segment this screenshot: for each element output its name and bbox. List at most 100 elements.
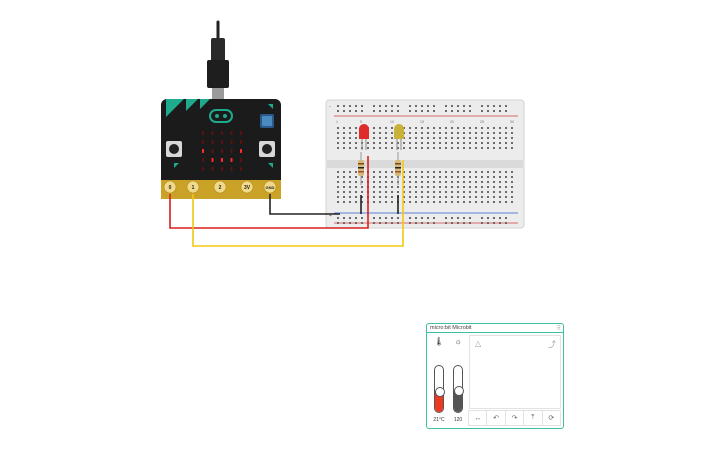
breadboard-hole[interactable] [403,191,405,193]
breadboard-hole[interactable] [463,147,465,149]
breadboard-hole[interactable] [433,176,435,178]
breadboard-hole[interactable] [433,181,435,183]
rail-hole[interactable] [421,110,423,112]
breadboard-hole[interactable] [481,132,483,134]
rail-hole[interactable] [427,105,429,107]
breadboard-hole[interactable] [493,186,495,188]
breadboard-hole[interactable] [409,201,411,203]
rail-hole[interactable] [445,217,447,219]
rail-hole[interactable] [337,217,339,219]
breadboard-hole[interactable] [349,191,351,193]
breadboard-hole[interactable] [409,176,411,178]
rail-hole[interactable] [349,217,351,219]
breadboard-hole[interactable] [391,147,393,149]
breadboard-hole[interactable] [403,171,405,173]
breadboard-hole[interactable] [451,171,453,173]
breadboard-hole[interactable] [373,171,375,173]
breadboard-hole[interactable] [397,186,399,188]
rail-hole[interactable] [397,110,399,112]
breadboard-hole[interactable] [427,176,429,178]
breadboard-hole[interactable] [361,186,363,188]
breadboard-hole[interactable] [505,132,507,134]
breadboard-hole[interactable] [349,127,351,129]
breadboard-hole[interactable] [445,142,447,144]
rail-hole[interactable] [469,217,471,219]
breadboard-hole[interactable] [349,201,351,203]
breadboard-hole[interactable] [487,142,489,144]
rail-hole[interactable] [355,110,357,112]
breadboard-hole[interactable] [463,176,465,178]
rail-hole[interactable] [349,222,351,224]
breadboard-hole[interactable] [361,176,363,178]
breadboard-hole[interactable] [445,176,447,178]
rail-hole[interactable] [349,105,351,107]
breadboard-hole[interactable] [391,186,393,188]
breadboard-hole[interactable] [409,132,411,134]
breadboard-hole[interactable] [367,142,369,144]
rail-hole[interactable] [421,105,423,107]
rail-hole[interactable] [421,222,423,224]
breadboard-hole[interactable] [349,186,351,188]
breadboard-hole[interactable] [391,137,393,139]
resistor-2[interactable] [395,152,401,185]
wires[interactable] [169,156,404,247]
breadboard-hole[interactable] [415,127,417,129]
rail-hole[interactable] [481,217,483,219]
breadboard-hole[interactable] [433,137,435,139]
breadboard-hole[interactable] [385,196,387,198]
breadboard-hole[interactable] [475,137,477,139]
rail-hole[interactable] [451,110,453,112]
breadboard-hole[interactable] [361,196,363,198]
breadboard-hole[interactable] [373,132,375,134]
rail-hole[interactable] [463,110,465,112]
breadboard-hole[interactable] [433,191,435,193]
tilt-right-icon[interactable]: ↷ [504,410,525,426]
breadboard-hole[interactable] [403,142,405,144]
breadboard-hole[interactable] [349,171,351,173]
breadboard-hole[interactable] [373,127,375,129]
breadboard-hole[interactable] [397,147,399,149]
breadboard-hole[interactable] [337,191,339,193]
breadboard-hole[interactable] [445,181,447,183]
microbit-logo-icon[interactable] [209,109,233,123]
breadboard-hole[interactable] [499,181,501,183]
breadboard-hole[interactable] [391,201,393,203]
rail-hole[interactable] [415,217,417,219]
breadboard-hole[interactable] [355,191,357,193]
rail-hole[interactable] [355,217,357,219]
breadboard-hole[interactable] [409,171,411,173]
breadboard-hole[interactable] [487,171,489,173]
breadboard-hole[interactable] [355,171,357,173]
breadboard-hole[interactable] [451,137,453,139]
rail-hole[interactable] [343,110,345,112]
breadboard-hole[interactable] [427,171,429,173]
breadboard-hole[interactable] [499,147,501,149]
breadboard-hole[interactable] [505,186,507,188]
breadboard-hole[interactable] [427,186,429,188]
rail-hole[interactable] [385,110,387,112]
breadboard-hole[interactable] [445,132,447,134]
breadboard-hole[interactable] [511,171,513,173]
rail-hole[interactable] [499,222,501,224]
breadboard-hole[interactable] [475,196,477,198]
breadboard-hole[interactable] [487,127,489,129]
rail-hole[interactable] [415,105,417,107]
rail-hole[interactable] [409,217,411,219]
rail-hole[interactable] [463,217,465,219]
breadboard-hole[interactable] [439,171,441,173]
breadboard-hole[interactable] [511,201,513,203]
breadboard-hole[interactable] [469,186,471,188]
breadboard-hole[interactable] [505,142,507,144]
breadboard-hole[interactable] [337,137,339,139]
breadboard-hole[interactable] [385,132,387,134]
breadboard-hole[interactable] [343,181,345,183]
breadboard-hole[interactable] [391,132,393,134]
rail-hole[interactable] [463,222,465,224]
rail-hole[interactable] [505,222,507,224]
breadboard-hole[interactable] [463,186,465,188]
breadboard-hole[interactable] [427,142,429,144]
rail-hole[interactable] [445,222,447,224]
breadboard-hole[interactable] [403,176,405,178]
breadboard-hole[interactable] [409,191,411,193]
